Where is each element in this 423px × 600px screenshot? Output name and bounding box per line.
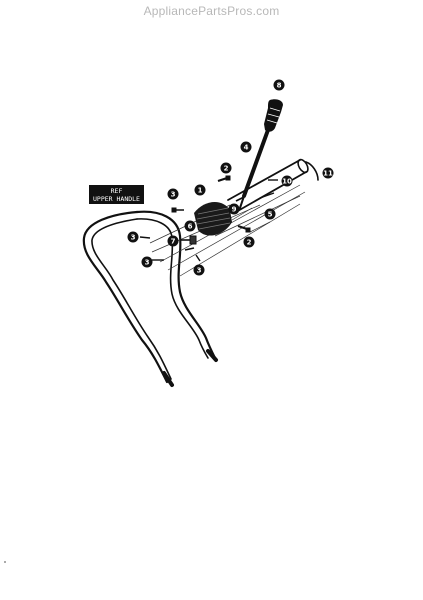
callout-2: 2	[243, 236, 255, 248]
svg-text:6: 6	[188, 223, 193, 231]
callout-3: 3	[193, 264, 205, 276]
svg-text:10: 10	[282, 178, 292, 186]
svg-text:3: 3	[197, 267, 202, 275]
ref-label-line1: REF	[111, 187, 123, 195]
callout-2: 2	[220, 162, 232, 174]
callout-3: 3	[167, 188, 179, 200]
svg-text:2: 2	[224, 165, 229, 173]
svg-text:4: 4	[244, 144, 249, 152]
callout-3: 3	[127, 231, 139, 243]
callout-6: 6	[184, 220, 196, 232]
ref-label-line2: UPPER HANDLE	[93, 195, 140, 203]
callout-8: 8	[273, 79, 285, 91]
lower-handle-tube	[227, 158, 319, 213]
svg-text:5: 5	[268, 211, 273, 219]
svg-text:3: 3	[145, 259, 150, 267]
svg-text:9: 9	[232, 206, 237, 214]
callout-1: 1	[194, 184, 206, 196]
site-watermark: AppliancePartsPros.com	[143, 4, 280, 18]
callout-5: 5	[264, 208, 276, 220]
callout-10: 10	[281, 175, 293, 187]
callout-7: 7	[167, 235, 179, 247]
coil-spring	[194, 202, 232, 236]
svg-text:7: 7	[171, 238, 176, 246]
svg-text:3: 3	[131, 234, 136, 242]
svg-text:2: 2	[247, 239, 252, 247]
callout-3: 3	[141, 256, 153, 268]
svg-text:3: 3	[171, 191, 176, 199]
callout-11: 11	[322, 167, 334, 179]
ref-upper-handle-label: REF UPPER HANDLE	[89, 185, 144, 204]
callout-4: 4	[240, 141, 252, 153]
svg-text:8: 8	[277, 82, 282, 90]
callout-9: 9	[228, 203, 240, 215]
svg-text:11: 11	[323, 170, 333, 178]
upper-handle	[82, 210, 218, 387]
grip	[264, 99, 283, 132]
hardware	[139, 175, 278, 262]
svg-text:1: 1	[198, 187, 203, 195]
